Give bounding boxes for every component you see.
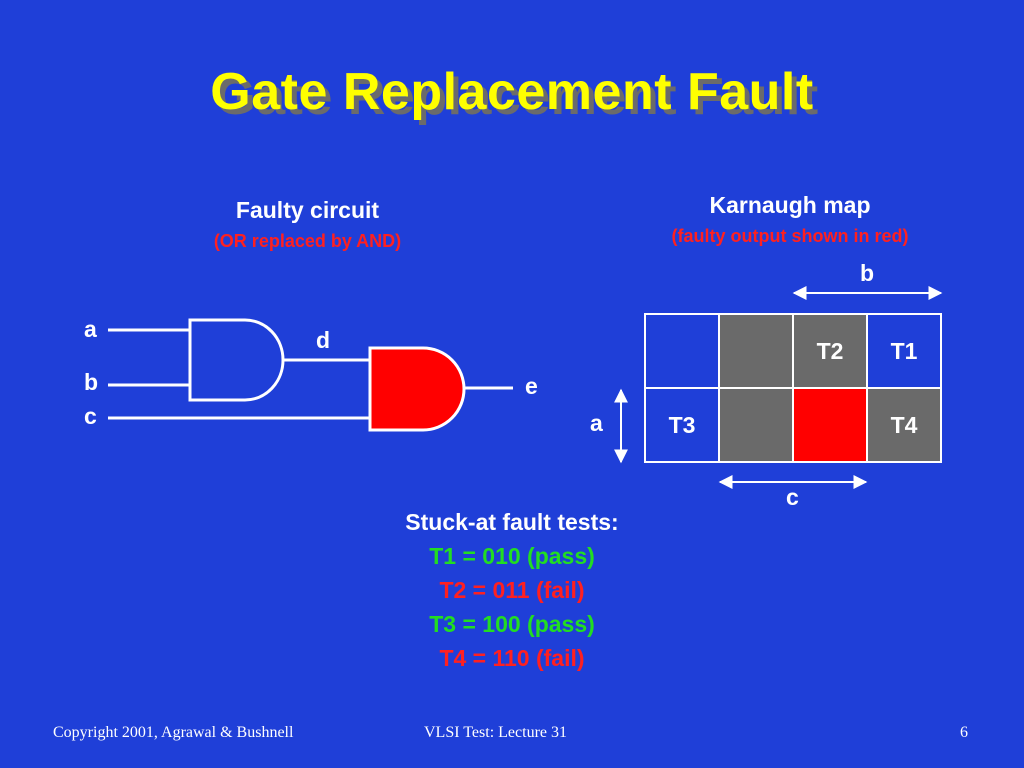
kmap-cell <box>718 313 794 389</box>
label-c: c <box>84 403 97 429</box>
kmap-label-c: c <box>786 484 799 510</box>
first-and-gate <box>188 318 285 402</box>
kmap-cell <box>644 313 720 389</box>
test-item: T3 = 100 (pass) <box>429 611 595 637</box>
slide-title: Gate Replacement Fault <box>210 63 814 121</box>
kmap-cell <box>718 387 794 463</box>
kmap-row: T3 T4 <box>644 387 942 463</box>
kmap-cell: T2 <box>792 313 868 389</box>
test-list: Stuck-at fault tests: T1 = 010 (pass) T2 … <box>0 505 1024 675</box>
footer-copyright: Copyright 2001, Agrawal & Bushnell <box>53 724 294 741</box>
footer-page-number: 6 <box>960 724 968 741</box>
label-a: a <box>84 316 97 342</box>
kmap-subheading: (faulty output shown in red) <box>671 226 909 246</box>
kmap-label-a: a <box>590 410 603 436</box>
tests-title: Stuck-at fault tests: <box>405 509 619 535</box>
kmap-cell: T1 <box>866 313 942 389</box>
circuit-subheading: (OR replaced by AND) <box>213 231 402 251</box>
test-item: T1 = 010 (pass) <box>429 543 595 569</box>
kmap-label-b: b <box>860 260 875 286</box>
kmap-cell: T3 <box>644 387 720 463</box>
label-d: d <box>316 327 331 353</box>
test-item: T4 = 110 (fail) <box>439 645 585 671</box>
label-b: b <box>84 369 99 395</box>
faulty-and-gate <box>368 346 466 432</box>
kmap-cell <box>792 387 868 463</box>
kmap-cell: T4 <box>866 387 942 463</box>
circuit-heading: Faulty circuit <box>235 197 380 223</box>
label-e: e <box>525 373 538 399</box>
test-item: T2 = 011 (fail) <box>439 577 585 603</box>
footer-course: VLSI Test: Lecture 31 <box>424 724 567 741</box>
kmap-heading: Karnaugh map <box>709 192 871 218</box>
